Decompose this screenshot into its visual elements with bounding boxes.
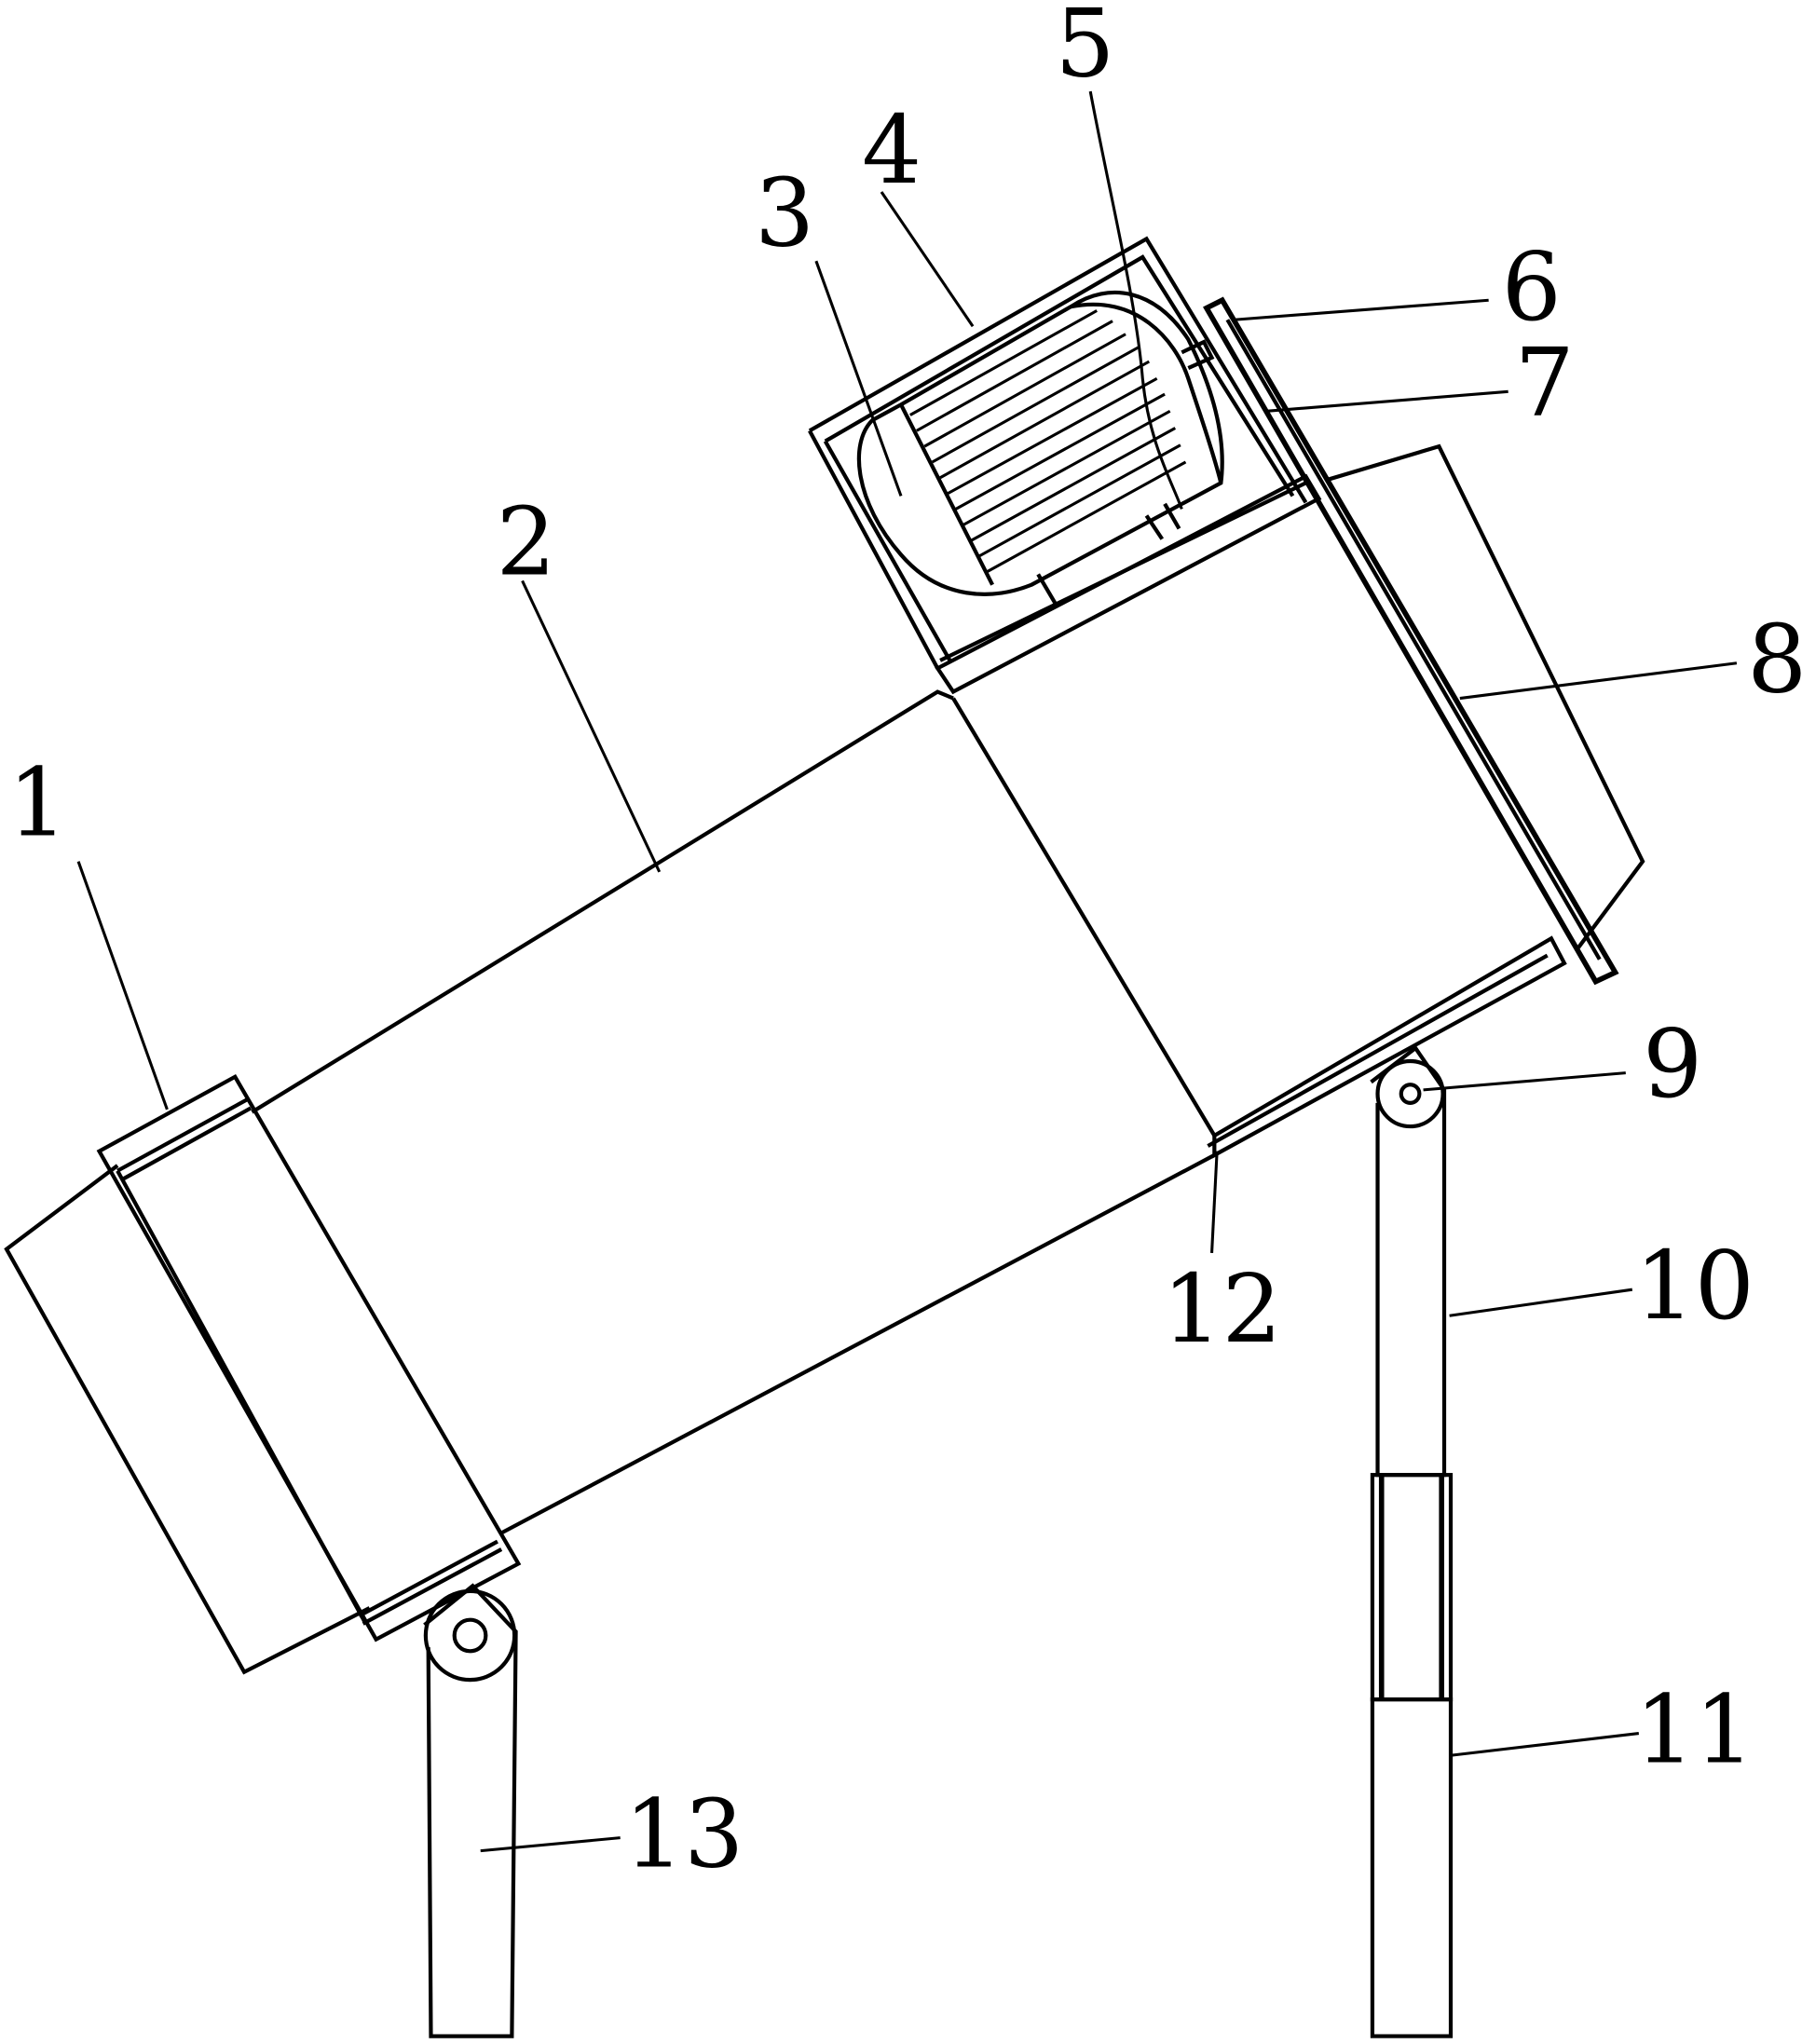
leader-lines: [76, 90, 1738, 1853]
left-end-cap: [4, 1164, 371, 1675]
callout-6: 6: [1502, 232, 1562, 342]
cooling-fins: [909, 309, 1187, 573]
callout-11: 11: [1635, 1674, 1754, 1784]
leader-6: [1234, 298, 1489, 321]
callout-7: 7: [1515, 328, 1575, 438]
gear-cover: [935, 473, 1567, 1159]
leader-13: [480, 1836, 621, 1853]
left-pivot-bracket: [423, 1583, 518, 2038]
callout-1: 1: [7, 748, 67, 858]
callout-labels: 1 2 3 4 5 6 7 8 9 10 11 12 13: [7, 0, 1802, 1888]
leader-1: [76, 861, 169, 1111]
ring-outline: [96, 1074, 522, 1642]
leader-11: [1449, 1732, 1639, 1757]
callout-5: 5: [1055, 0, 1114, 98]
callout-12: 12: [1162, 1254, 1281, 1364]
right-pivot-bracket: [1370, 1045, 1447, 1478]
motor: [856, 290, 1224, 605]
cylinder-body: [4, 443, 1645, 1675]
leader-9: [1423, 1071, 1626, 1092]
motor-housing: [808, 236, 1308, 670]
support-ring: [96, 1074, 522, 1642]
callout-2: 2: [497, 486, 556, 596]
callout-9: 9: [1643, 1009, 1702, 1119]
leader-10: [1449, 1288, 1633, 1317]
leader-8: [1459, 661, 1738, 701]
leader-2: [521, 579, 662, 873]
right-end-segment: [1324, 443, 1645, 950]
leader-7: [1266, 389, 1508, 413]
body-bottom-edge: [498, 1153, 1216, 1536]
leader-5: [1088, 90, 1183, 510]
motor-shaft: [1181, 339, 1215, 371]
left-support: [423, 1583, 518, 2038]
leader-4: [880, 191, 975, 328]
callout-3: 3: [755, 157, 814, 267]
drive-plate: [1203, 296, 1619, 986]
callout-8: 8: [1747, 605, 1802, 715]
motor-end-bell: [899, 403, 994, 586]
callout-13: 13: [624, 1778, 744, 1888]
leader-3: [814, 260, 903, 497]
leader-12: [1210, 1151, 1219, 1254]
callout-4: 4: [862, 95, 921, 205]
right-support: [1370, 1045, 1454, 2038]
body-top-edge: [251, 689, 954, 1114]
belt-plate: [1203, 296, 1619, 986]
housing-outline: [808, 236, 1308, 504]
callout-10: 10: [1635, 1231, 1754, 1341]
